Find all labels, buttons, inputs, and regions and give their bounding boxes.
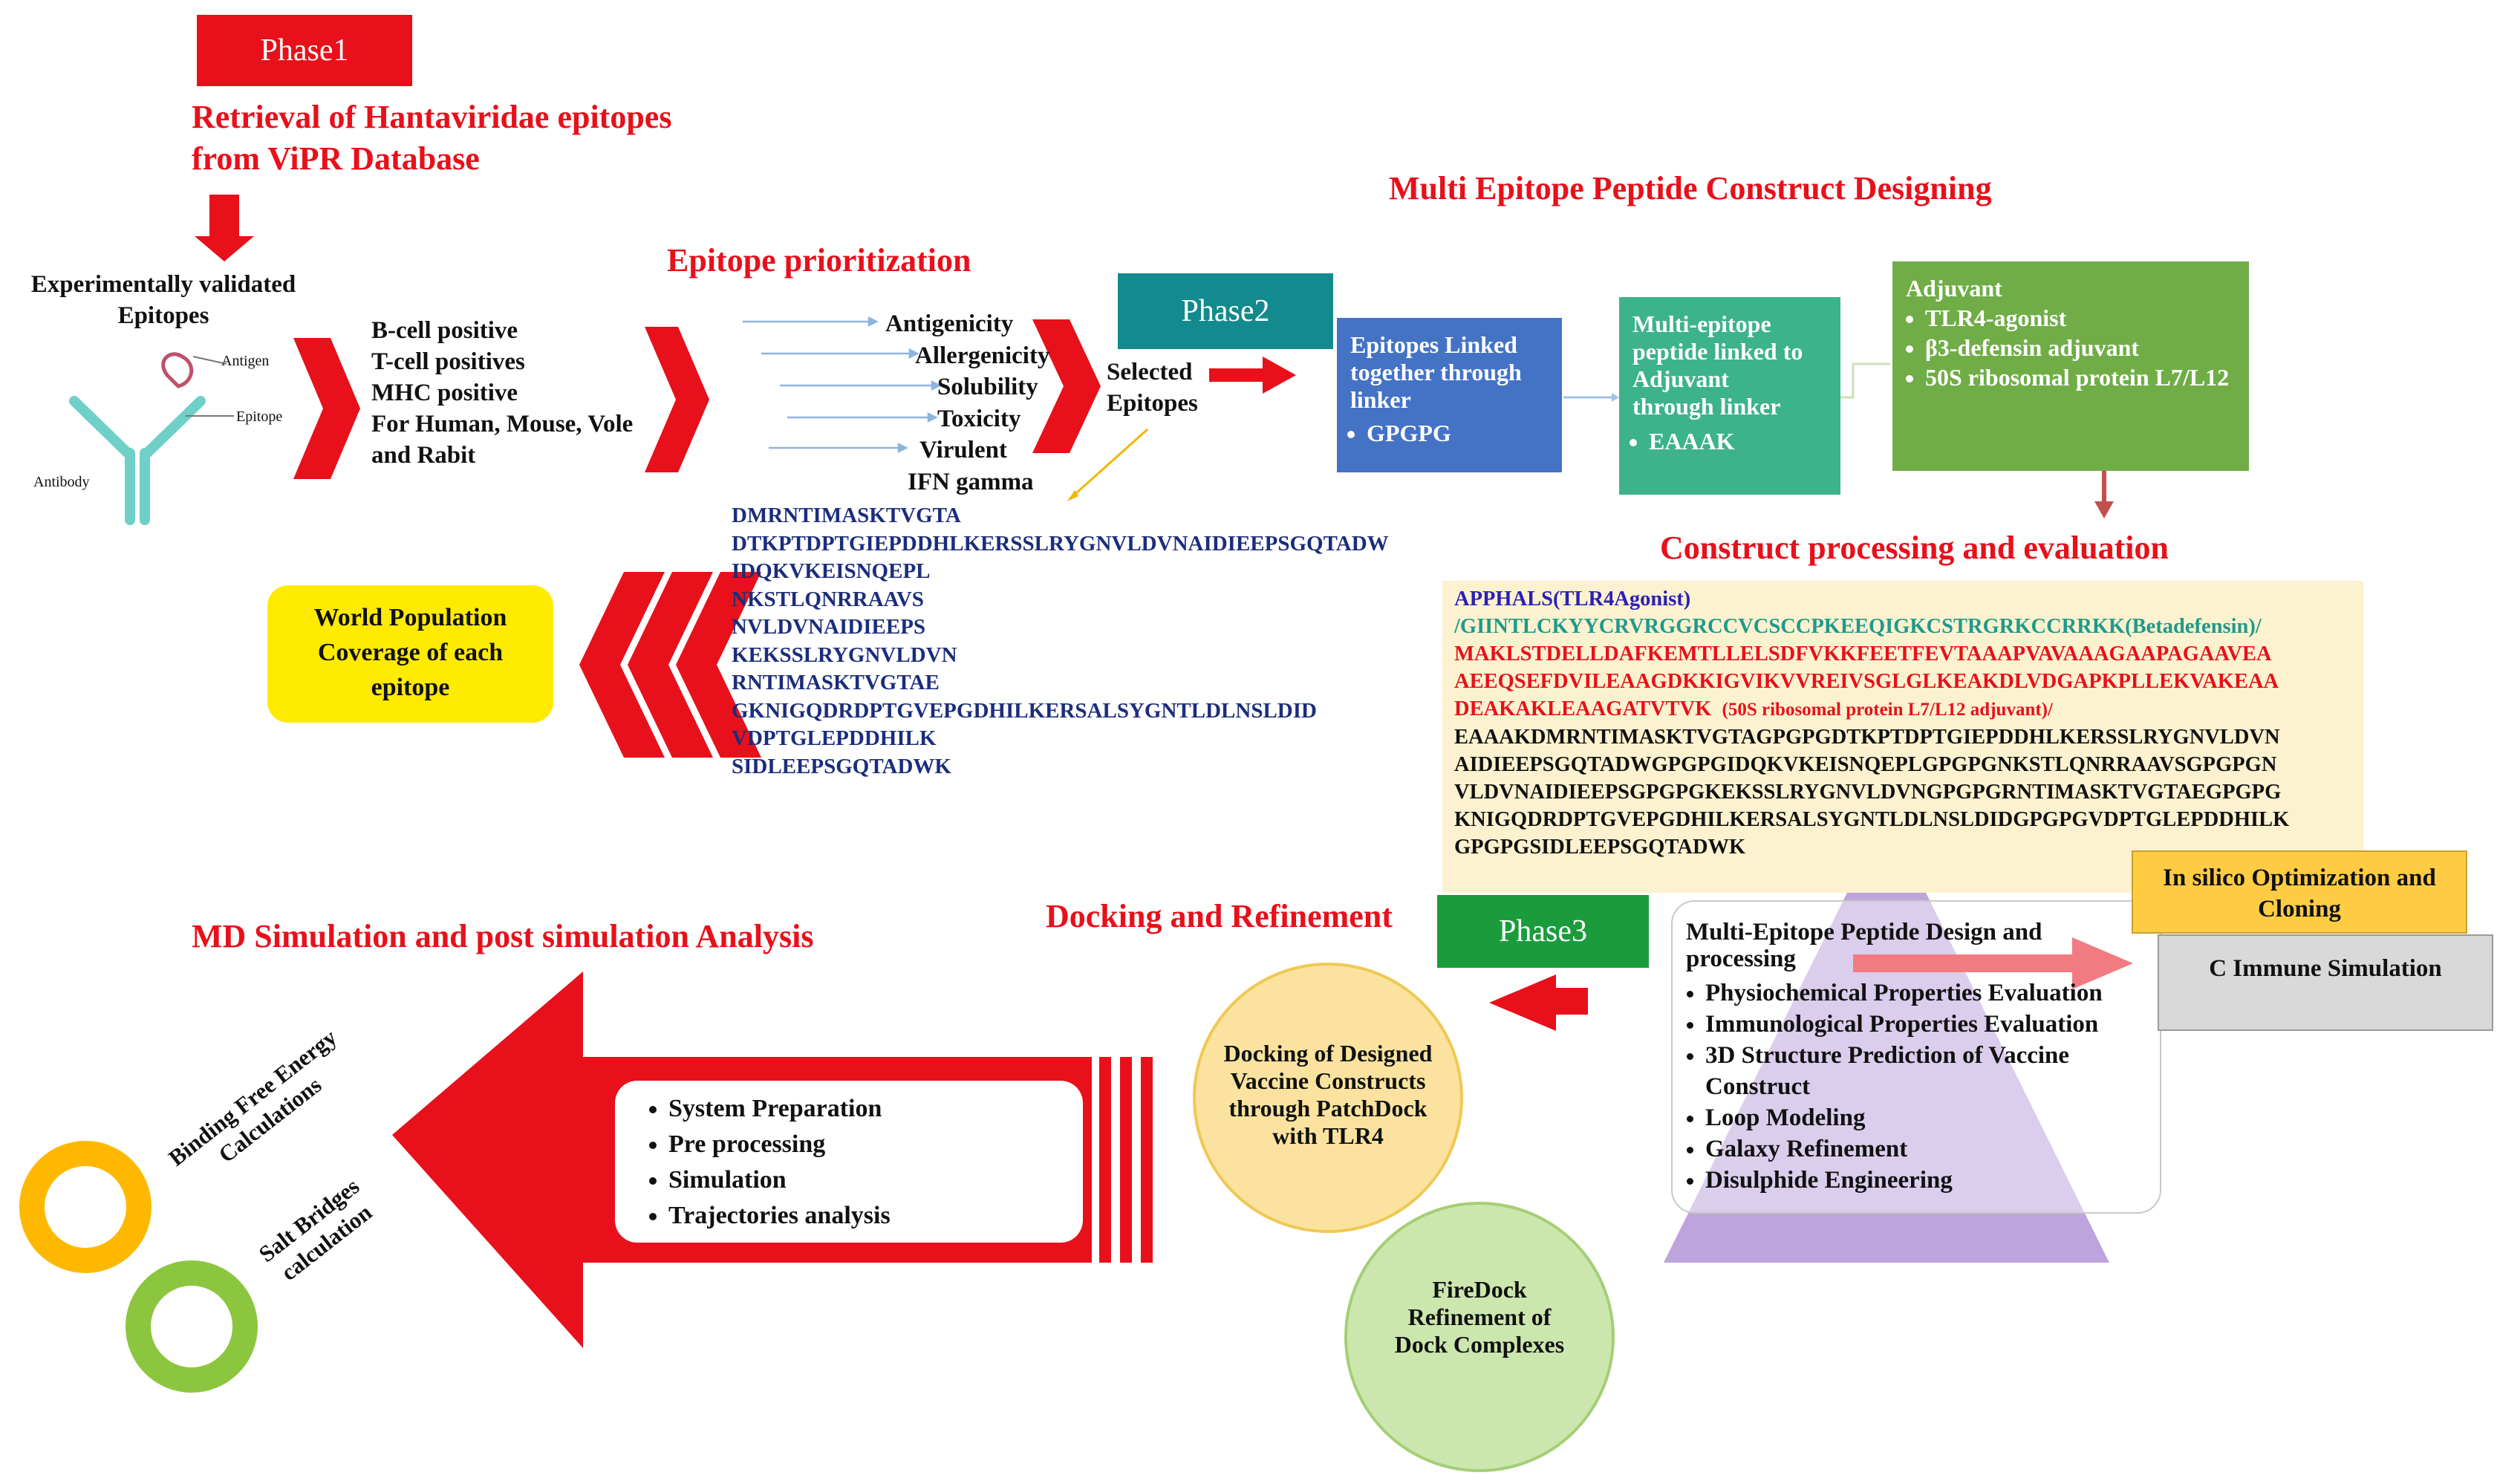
epitope-sequence-list: DMRNTIMASKTVGTA DTKPTDPTGIEPDDHLKERSSLRY… xyxy=(732,504,1389,778)
chevron-left-icon xyxy=(579,572,665,758)
criteria-arrows xyxy=(743,316,942,454)
phase3-label: Phase3 xyxy=(1437,895,1649,968)
construct-title: Construct processing and evaluation xyxy=(1660,530,2169,566)
arrow-right-icon xyxy=(1853,937,2133,989)
phase1-criteria: B-cell positive T-cell positives MHC pos… xyxy=(371,317,634,469)
adjuvant-box: Adjuvant TLR4-agonist β3-defensin adjuva… xyxy=(1892,261,2249,471)
selected-pointer xyxy=(1068,428,1149,501)
md-steps-box: System Preparation Pre processing Simula… xyxy=(615,1081,1083,1243)
antibody-label: Antibody xyxy=(33,474,90,490)
phase2-title: Multi Epitope Peptide Construct Designin… xyxy=(1389,170,1992,206)
md-title: MD Simulation and post simulation Analys… xyxy=(192,918,814,954)
firedock-circle xyxy=(1344,1202,1615,1472)
validated-epitopes-label: Experimentally validated Epitopes xyxy=(30,271,296,329)
docking-circle xyxy=(1193,963,1463,1233)
prioritization-title: Epitope prioritization xyxy=(667,242,971,279)
arrow-down-icon xyxy=(195,195,254,261)
firedock-circle-text: FireDock Refinement of Dock Complexes xyxy=(1394,1276,1565,1358)
antigen-label: Antigen xyxy=(221,353,270,369)
construct-sequence-box: APPHALS(TLR4Agonist) /GIINTLCKYYCRVRGGRC… xyxy=(1442,581,2363,893)
epitopes-linked-box: Epitopes Linked together through linker … xyxy=(1337,318,1562,472)
phase1-title: Retrieval of Hantaviridae epitopes from … xyxy=(192,99,672,177)
selected-epitopes-label: Selected Epitopes xyxy=(1107,359,1198,417)
world-population-box: World Population Coverage of each epitop… xyxy=(267,585,553,723)
design-processing-box: Multi-Epitope Peptide Design and process… xyxy=(1671,900,2161,1214)
c-immune-box: C Immune Simulation xyxy=(2158,934,2493,1031)
chevron-left-icon xyxy=(628,572,713,758)
prioritization-criteria: Antigenicity Allergenicity Solubility To… xyxy=(885,310,1050,495)
optimization-box: In silico Optimization and Cloning xyxy=(2132,850,2467,934)
triangle-shape xyxy=(1664,813,2109,1263)
construct-red-note: (50S ribosomal protein L7/L12 adjuvant)/ xyxy=(1722,700,2053,720)
ring-icon xyxy=(19,1141,152,1273)
chevron-left-icon xyxy=(676,572,761,758)
arrow-right-icon xyxy=(1209,357,1296,394)
chevron-right-icon xyxy=(645,327,709,472)
ring-icon xyxy=(126,1260,258,1393)
antibody-icon xyxy=(69,352,234,525)
chevron-right-icon xyxy=(1032,319,1101,453)
phase2-label: Phase2 xyxy=(1118,273,1333,349)
arrow-left-icon xyxy=(1489,974,1588,1031)
docking-circle-text: Docking of Designed Vaccine Constructs t… xyxy=(1223,1040,1433,1149)
docking-title: Docking and Refinement xyxy=(1046,898,1393,934)
adjuvant-link-box: Multi-epitope peptide linked to Adjuvant… xyxy=(1619,297,1840,495)
phase1-label: Phase1 xyxy=(197,15,412,86)
epitope-label: Epitope xyxy=(236,409,283,425)
construct-red-last: DEAKAKLEAAGATVTVK xyxy=(1454,697,1712,720)
chevron-right-icon xyxy=(293,338,360,479)
